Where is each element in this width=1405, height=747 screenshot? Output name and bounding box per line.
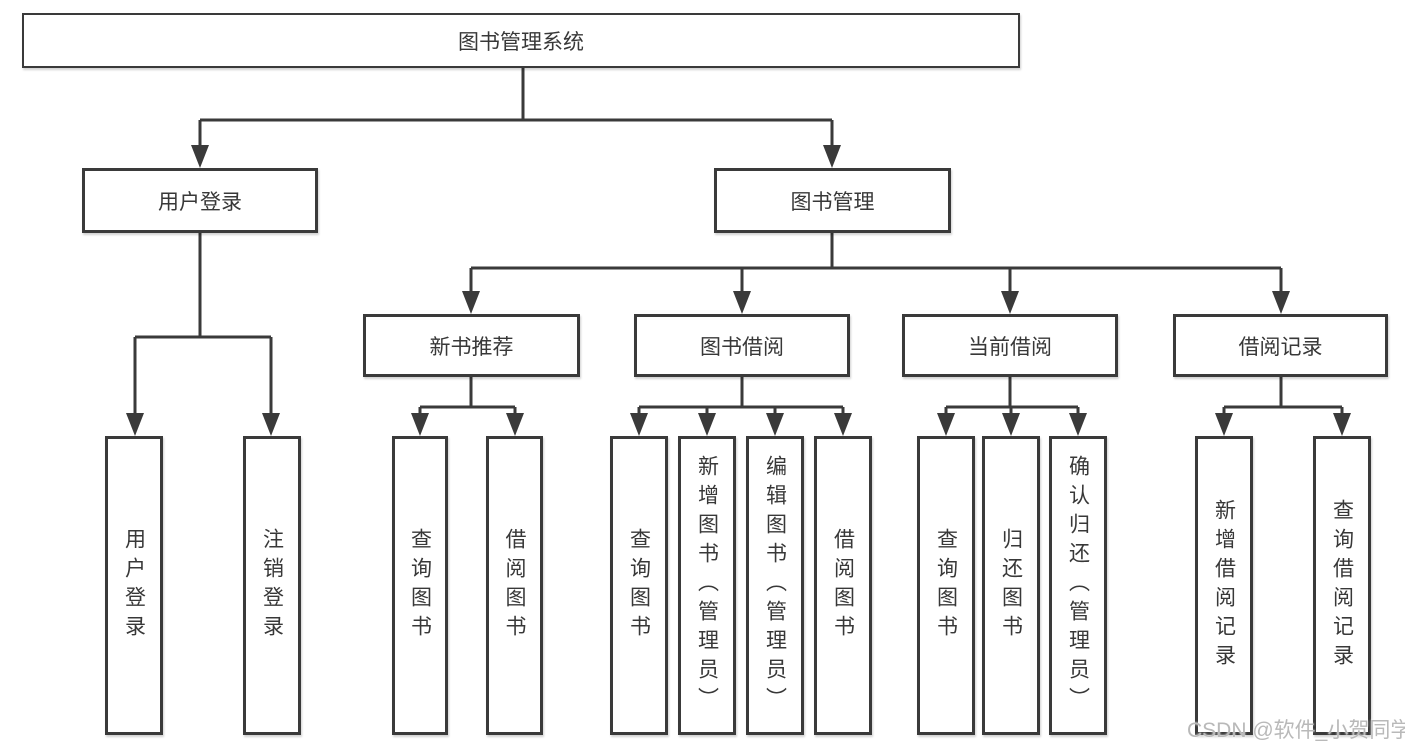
leaf-borrow-books: 借阅图书 (814, 436, 872, 735)
node-new-book-recommend: 新书推荐 (363, 314, 580, 377)
node-book-borrow: 图书借阅 (634, 314, 850, 377)
leaf-query-books-current: 查询图书 (917, 436, 975, 735)
leaf-return-books: 归还图书 (982, 436, 1040, 735)
leaf-confirm-return-admin: 确认归还（管理员） (1049, 436, 1107, 735)
leaf-logout: 注销登录 (243, 436, 301, 735)
leaf-add-borrow-record: 新增借阅记录 (1195, 436, 1253, 735)
node-library-management-system: 图书管理系统 (22, 13, 1020, 68)
leaf-add-books-admin: 新增图书（管理员） (678, 436, 736, 735)
node-borrow-records: 借阅记录 (1173, 314, 1388, 377)
node-book-management: 图书管理 (714, 168, 951, 233)
node-current-borrow: 当前借阅 (902, 314, 1118, 377)
leaf-user-login: 用户登录 (105, 436, 163, 735)
csdn-watermark: CSDN @软件_小贺同学 (1187, 719, 1405, 742)
leaf-query-borrow-record: 查询借阅记录 (1313, 436, 1371, 735)
leaf-borrow-books-recommend: 借阅图书 (486, 436, 543, 735)
leaf-edit-books-admin: 编辑图书（管理员） (746, 436, 804, 735)
leaf-query-books-recommend: 查询图书 (392, 436, 448, 735)
leaf-query-books-borrow: 查询图书 (610, 436, 668, 735)
node-user-login: 用户登录 (82, 168, 318, 233)
